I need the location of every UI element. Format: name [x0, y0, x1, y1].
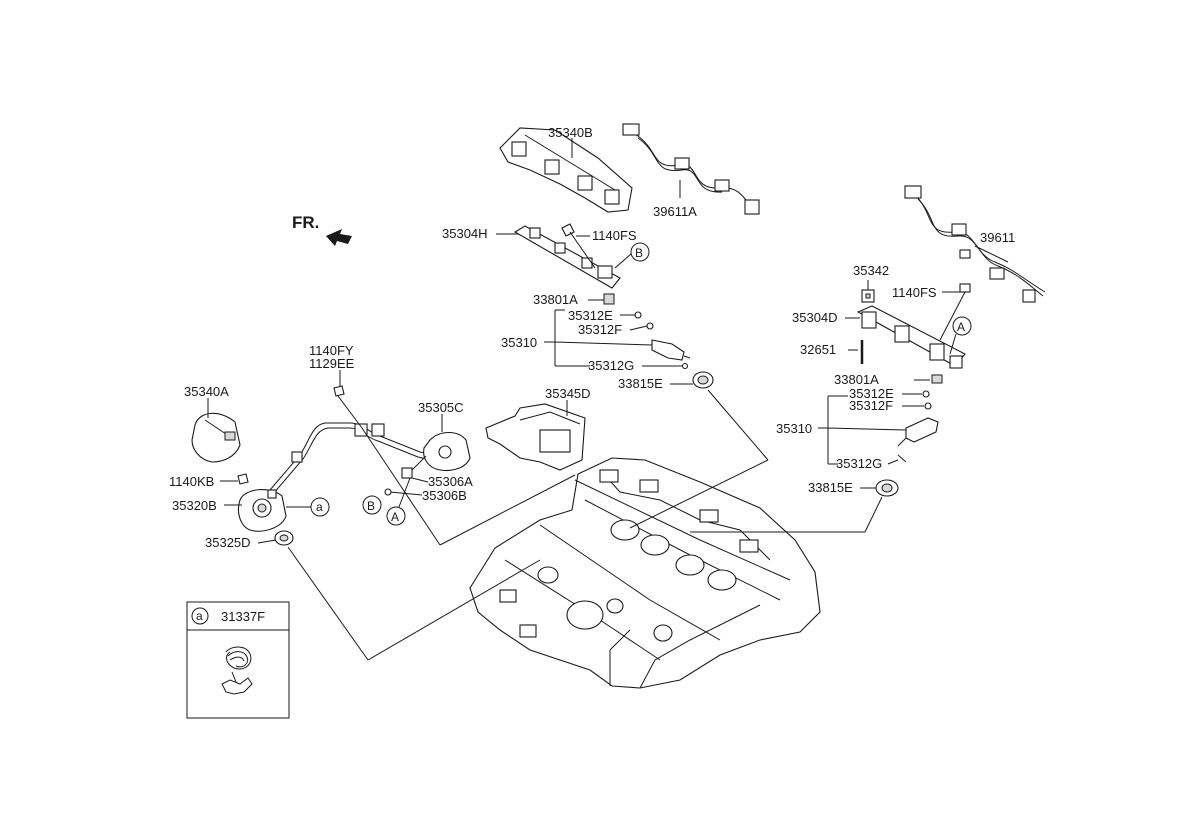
insulator-33801A-right [931, 374, 943, 384]
gasket-35306B [384, 488, 392, 496]
callout-35310-right: 35310 [776, 421, 812, 436]
ring-35312G-right [897, 454, 907, 463]
callout-35305C: 35305C [418, 400, 464, 415]
pump-cover-35340A [191, 412, 241, 463]
callout-1140FS-top: 1140FS [592, 228, 637, 243]
callout-35340B: 35340B [548, 125, 593, 140]
pump-body-35320B [237, 489, 287, 532]
callout-33815E-top: 33815E [618, 376, 663, 391]
callout-35342: 35342 [853, 263, 889, 278]
svg-text:a: a [196, 609, 203, 623]
reference-marker-A-right: A [952, 316, 972, 336]
callout-35312F-right: 35312F [849, 398, 893, 413]
ring-35312F-right [924, 402, 932, 410]
insulator-33801A-top [603, 293, 615, 305]
legend-marker-a: a [191, 607, 209, 625]
front-arrow-icon [326, 229, 352, 246]
callout-35312G-top: 35312G [588, 358, 634, 373]
ring-35312F-top [646, 322, 654, 330]
callout-35310-top: 35310 [501, 335, 537, 350]
callout-35312F-top: 35312F [578, 322, 622, 337]
fuel-rail-35304H [513, 225, 621, 289]
high-pressure-pump-35305C [401, 431, 471, 479]
callout-35306A: 35306A [428, 474, 473, 489]
svg-text:B: B [635, 246, 643, 260]
callout-1140FY: 1140FY [309, 343, 354, 358]
engine-block-illustration [469, 457, 821, 689]
injector-35310-top [651, 339, 691, 361]
svg-text:B: B [367, 499, 375, 513]
callout-35312G-right: 35312G [836, 456, 882, 471]
svg-text:A: A [957, 320, 965, 334]
o-ring-35312E-top [634, 311, 642, 319]
callout-35345D: 35345D [545, 386, 591, 401]
callout-1129EE: 1129EE [309, 356, 355, 371]
callout-35325D: 35325D [205, 535, 251, 550]
callout-35340A: 35340A [184, 384, 229, 399]
front-direction-indicator: FR. [292, 213, 352, 246]
bolt-1140FS-right [939, 283, 971, 341]
callout-39611: 39611 [980, 230, 1015, 245]
callout-35306B: 35306B [422, 488, 467, 503]
high-pressure-fuel-pipe [269, 422, 439, 495]
engine-cover-35340B [499, 127, 633, 213]
svg-text:a: a [316, 500, 323, 514]
clip-31337F-icon [221, 646, 253, 695]
callout-35304H: 35304H [442, 226, 488, 241]
callout-33801A-top: 33801A [533, 292, 578, 307]
seal-33815E-right [875, 479, 899, 497]
heat-shield-35345D [485, 403, 586, 471]
front-label: FR. [292, 213, 319, 232]
reference-marker-A-left: A [386, 506, 406, 526]
legend-part-number: 31337F [221, 609, 265, 624]
bolt-1140FY [333, 385, 345, 397]
injector-35310-right [897, 417, 939, 447]
ring-35312G-top [681, 362, 689, 370]
seal-35325D [274, 530, 294, 546]
callout-1140FS-right: 1140FS [892, 285, 937, 300]
callout-33815E-right: 33815E [808, 480, 853, 495]
callout-35312E-top: 35312E [568, 308, 613, 323]
callout-32651: 32651 [800, 342, 836, 357]
o-ring-35312E-right [922, 390, 930, 398]
pressure-sensor-35342 [861, 289, 875, 303]
seal-33815E-top [692, 371, 714, 389]
legend-box: a 31337F [186, 601, 290, 719]
callout-39611A: 39611A [653, 204, 697, 219]
callout-33801A-right: 33801A [834, 372, 879, 387]
fuel-rail-35304D [856, 305, 966, 369]
callout-1140KB: 1140KB [169, 474, 214, 489]
reference-marker-a-left: a [310, 497, 330, 517]
reference-marker-B-left: B [362, 495, 382, 515]
reference-marker-B-top: B [630, 242, 650, 262]
svg-text:A: A [391, 510, 399, 524]
callout-35304D: 35304D [792, 310, 838, 325]
callout-35320B: 35320B [172, 498, 217, 513]
bolt-1140KB [237, 473, 249, 485]
wiring-harness-39611A [622, 123, 760, 215]
callout-35312E-right: 35312E [849, 386, 894, 401]
bolt-1140FS-top [561, 223, 596, 269]
wiring-harness-39611 [904, 185, 1046, 303]
